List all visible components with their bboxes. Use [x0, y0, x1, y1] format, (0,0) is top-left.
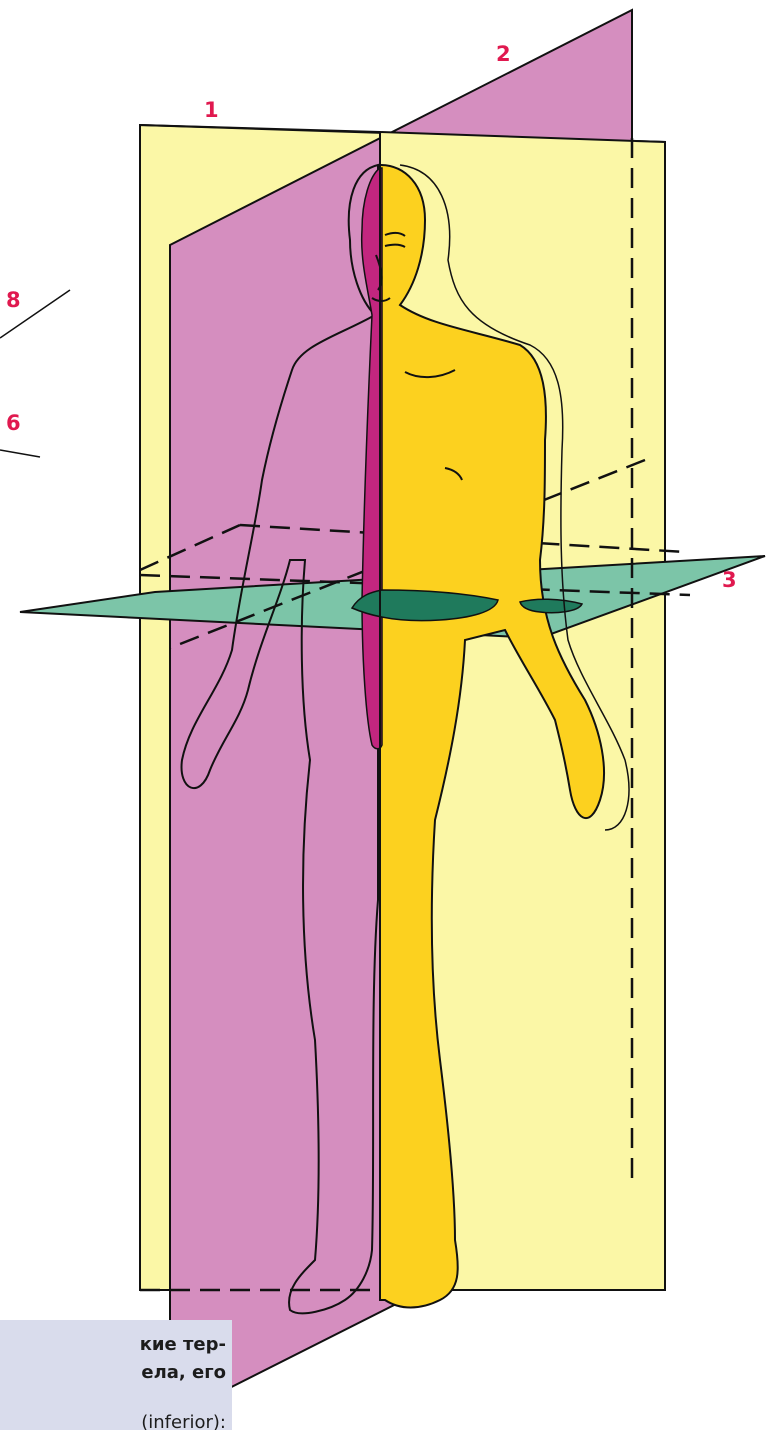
caption-line-3: (inferior):	[141, 1414, 226, 1430]
label-plane-1: 1	[204, 100, 219, 121]
caption-line-2: ела, его	[141, 1364, 226, 1382]
label-plane-3: 3	[722, 570, 737, 591]
label-plane-2: 2	[496, 44, 511, 65]
caption-box: кие тер- ела, его (inferior):	[0, 1320, 232, 1430]
label-mark-6: 6	[6, 413, 21, 434]
caption-line-1: кие тер-	[140, 1336, 226, 1354]
leader-line-6	[0, 450, 40, 457]
label-mark-8: 8	[6, 290, 21, 311]
